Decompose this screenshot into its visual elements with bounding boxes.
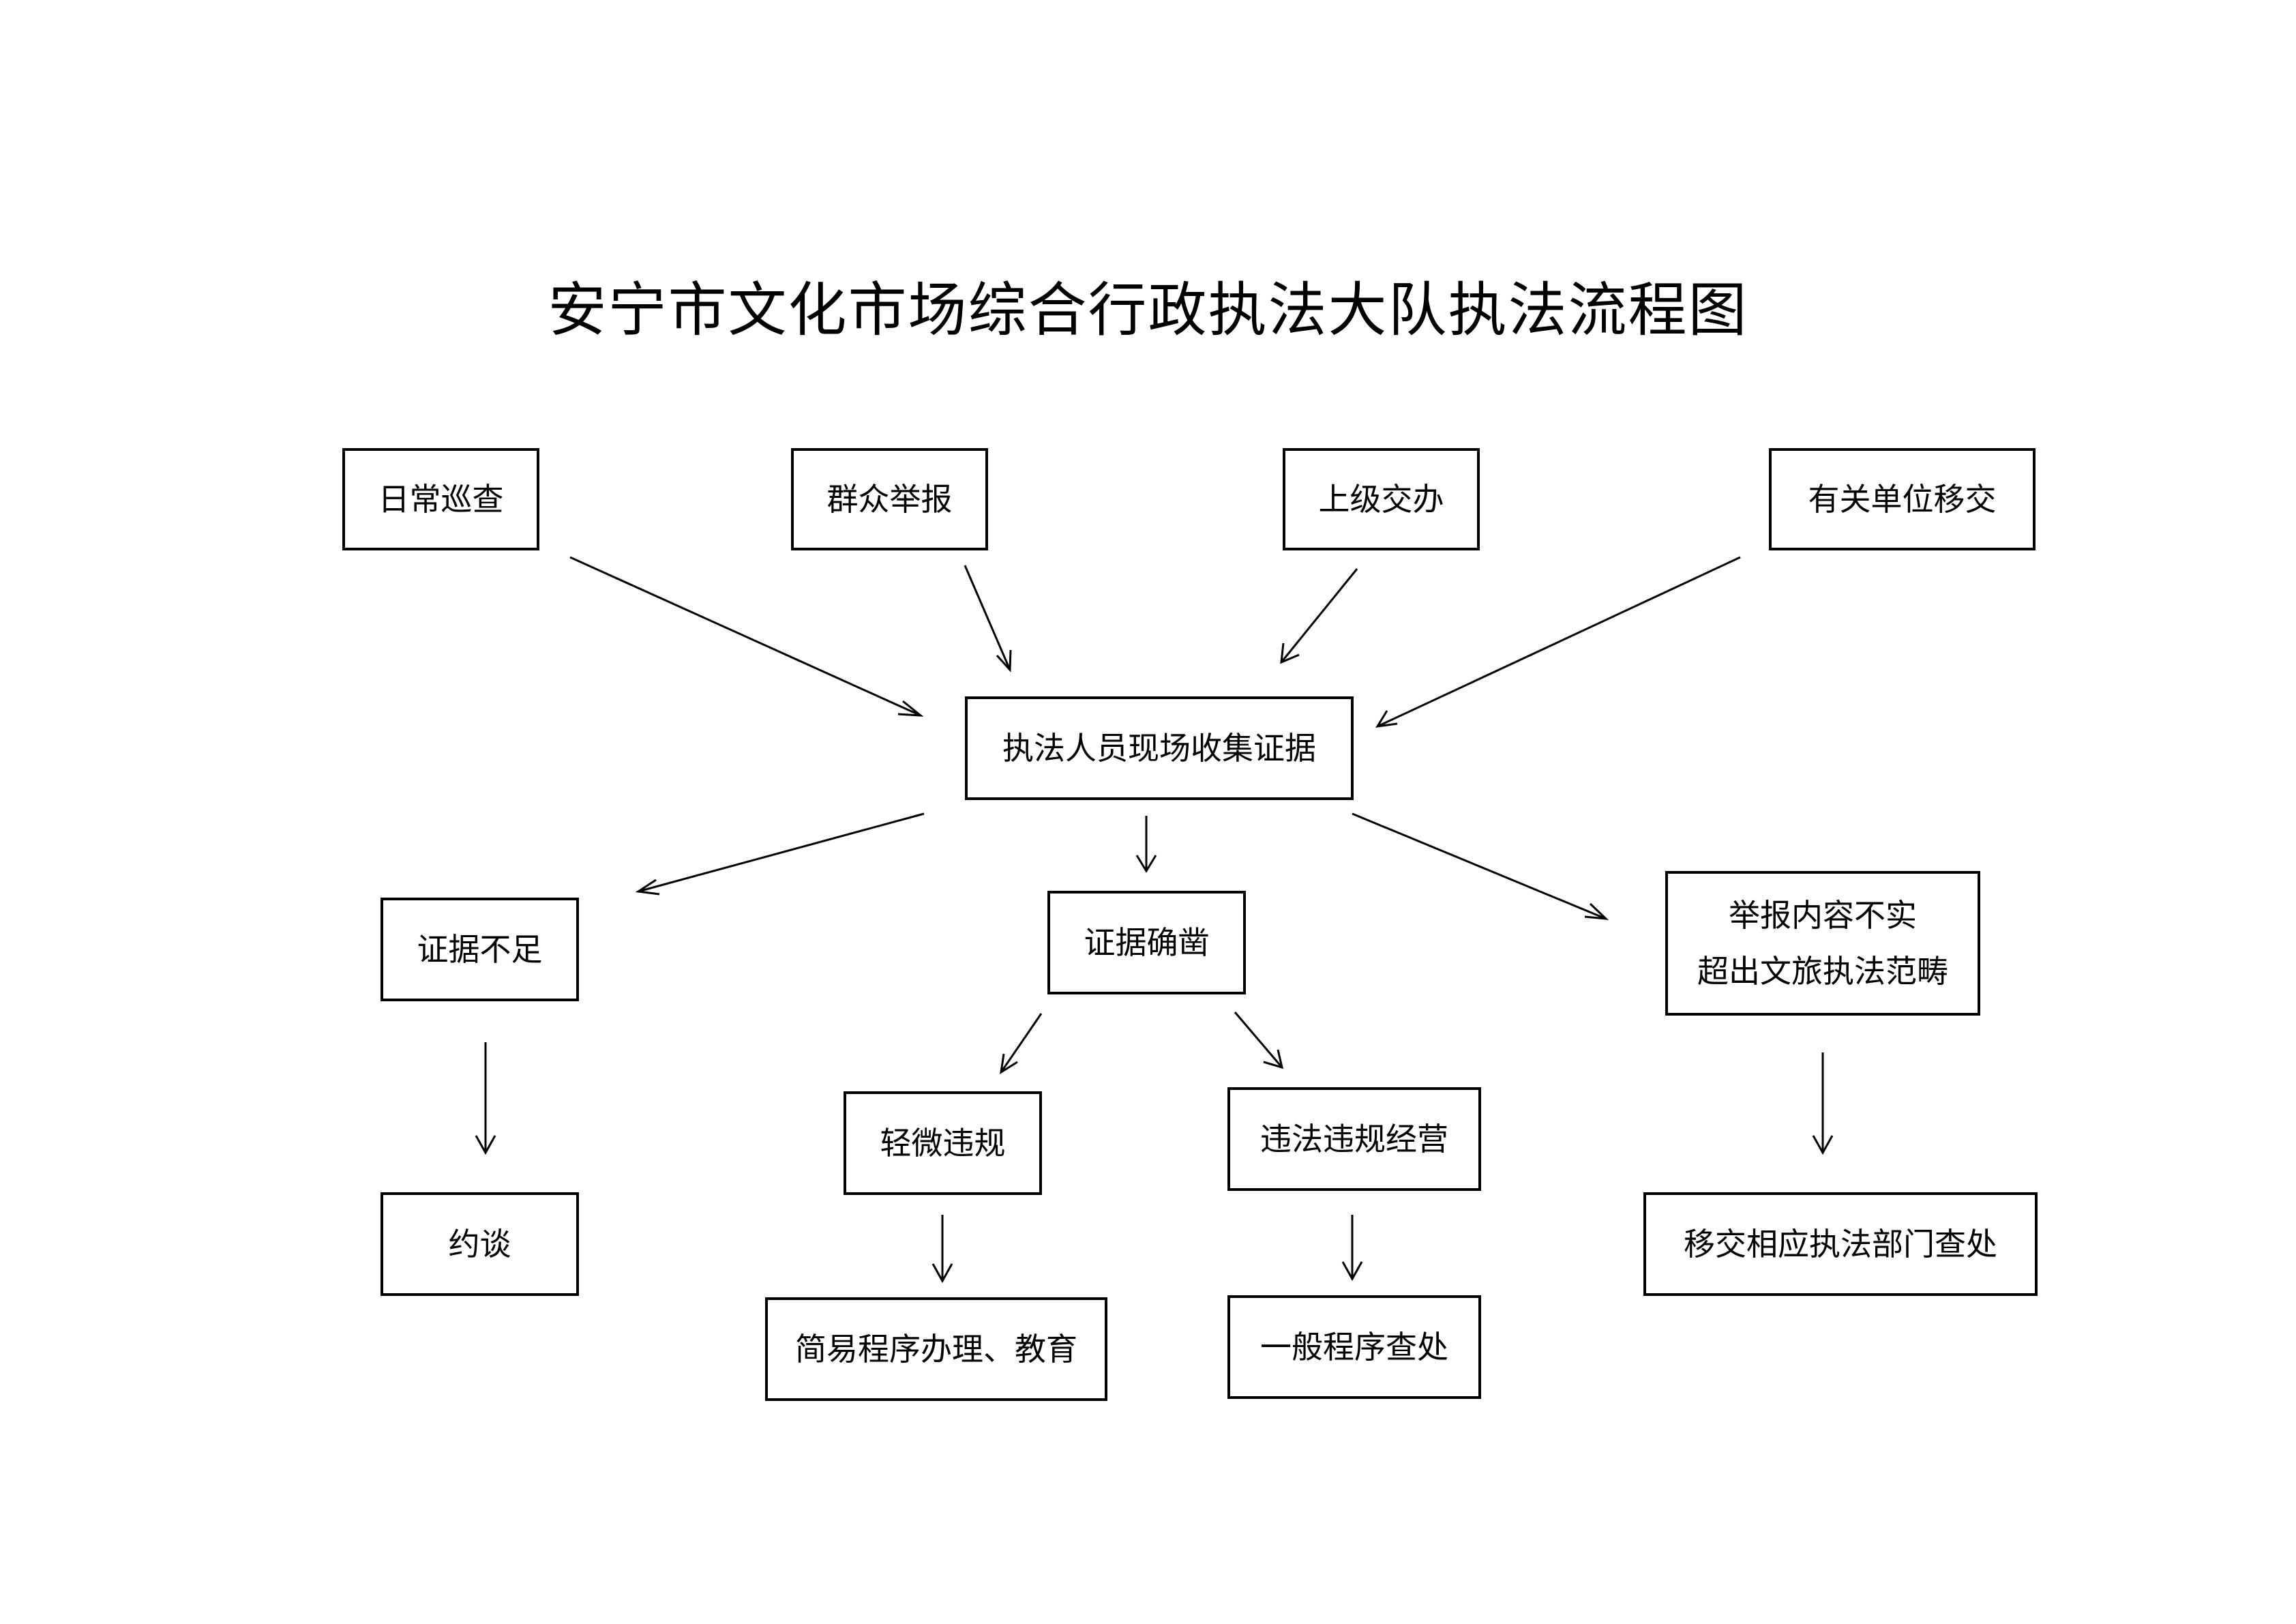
arrow-unit-transfer-to-evidence [1375,556,1741,728]
node-insufficient-evidence: 证据不足 [381,898,579,1001]
node-label: 简易程序办理、教育 [795,1331,1077,1368]
node-talk: 约谈 [381,1192,579,1296]
arrow-minor-to-simple [931,1215,953,1284]
arrow-conclusive-to-minor [1000,1013,1043,1074]
node-label-line1: 举报内容不实 [1729,897,1917,934]
node-label: 证据不足 [417,931,543,968]
node-label-line2: 超出文旅执法范畴 [1697,953,1948,990]
arrow-insufficient-to-talk [475,1042,496,1155]
node-label: 上级交办 [1318,481,1444,518]
node-label: 约谈 [448,1226,511,1263]
node-general-procedure: 一般程序查处 [1227,1295,1481,1399]
node-label: 执法人员现场收集证据 [1002,730,1316,767]
node-minor-violation: 轻微违规 [844,1091,1042,1195]
node-superior-assign: 上级交办 [1283,448,1480,550]
node-label: 移交相应执法部门查处 [1684,1226,1997,1263]
node-public-report: 群众举报 [791,448,988,550]
node-label: 一般程序查处 [1260,1329,1448,1365]
arrow-evidence-to-report-false [1352,812,1609,920]
arrow-superior-assign-to-evidence [1280,568,1358,664]
node-unit-transfer: 有关单位移交 [1769,448,2036,550]
arrow-daily-patrol-to-evidence [569,556,924,717]
node-label: 群众举报 [826,481,953,518]
node-collect-evidence: 执法人员现场收集证据 [965,696,1354,800]
node-simple-procedure: 简易程序办理、教育 [765,1297,1107,1401]
node-label: 证据确凿 [1084,924,1210,961]
node-label: 轻微违规 [880,1125,1006,1162]
arrow-public-report-to-evidence [964,565,1012,673]
node-label: 有关单位移交 [1808,481,1997,518]
node-conclusive-evidence: 证据确凿 [1047,891,1246,994]
arrow-conclusive-to-illegal [1234,1012,1284,1069]
arrow-illegal-to-general [1341,1215,1363,1282]
node-daily-patrol: 日常巡查 [342,448,539,550]
node-report-false: 举报内容不实 超出文旅执法范畴 [1665,871,1980,1016]
node-label: 日常巡查 [378,481,504,518]
node-illegal-operation: 违法违规经营 [1227,1087,1481,1191]
arrow-evidence-to-insufficient [635,812,925,896]
node-label: 违法违规经营 [1260,1121,1448,1157]
arrow-report-false-to-transfer [1812,1052,1834,1155]
page-title: 安宁市文化市场综合行政执法大队执法流程图 [548,276,1748,344]
arrow-evidence-to-conclusive [1135,816,1157,873]
node-transfer-department: 移交相应执法部门查处 [1643,1192,2038,1296]
